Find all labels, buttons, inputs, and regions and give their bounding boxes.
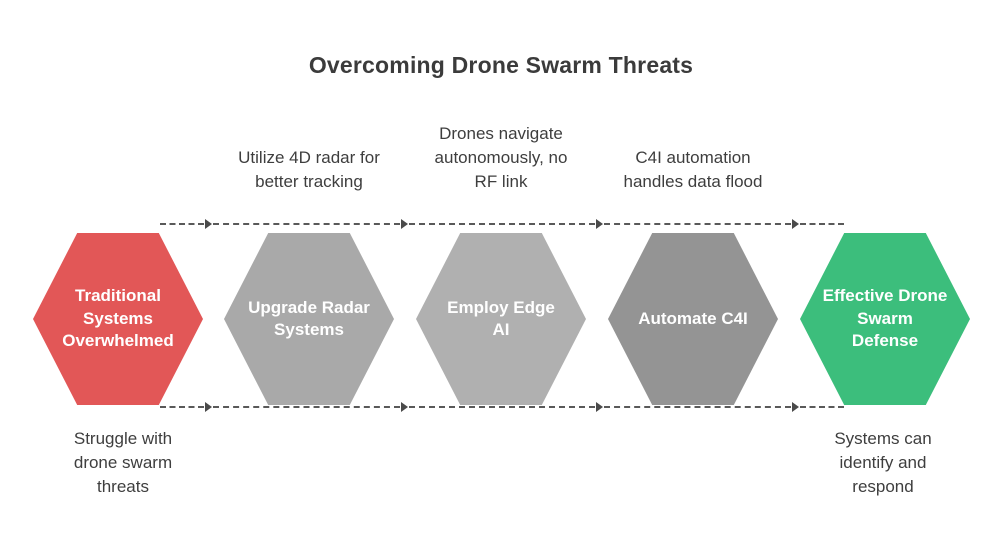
annotation-employ-edge-ai: Drones navigate autonomously, no RF link [434, 123, 568, 191]
annotation-traditional-systems: Struggle with drone swarm threats [73, 429, 173, 497]
step-label: Automate C4I [638, 308, 748, 328]
arrowhead-icon [400, 402, 408, 412]
annotation-effective-defense: Systems can identify and respond [834, 429, 932, 497]
hexagon-step-traditional-systems: Traditional Systems Overwhelmed [33, 233, 203, 405]
page-title: Overcoming Drone Swarm Threats [308, 52, 694, 78]
dash-segment [213, 223, 400, 225]
arrowhead-icon [792, 219, 800, 229]
dash-segment [160, 223, 204, 225]
dash-segment [408, 406, 596, 408]
hexagon-step-employ-edge-ai: Employ Edge AI [416, 233, 586, 405]
dash-segment [800, 406, 845, 408]
arrowhead-icon [400, 219, 408, 229]
annotation-automate-c4i: C4I automation handles data flood [623, 147, 763, 191]
dashed-arrow-line-top [160, 219, 845, 229]
step-label: Upgrade Radar Systems [248, 297, 370, 339]
dash-segment [160, 406, 204, 408]
arrowhead-icon [596, 219, 604, 229]
dash-segment [408, 223, 596, 225]
hexagon-step-upgrade-radar: Upgrade Radar Systems [224, 233, 394, 405]
dash-segment [604, 223, 792, 225]
step-label: Traditional Systems Overwhelmed [62, 286, 174, 351]
step-label: Employ Edge AI [447, 297, 555, 339]
arrowhead-icon [596, 402, 604, 412]
annotation-upgrade-radar: Utilize 4D radar for better tracking [238, 147, 380, 191]
hexagon-step-effective-defense: Effective Drone Swarm Defense [800, 233, 970, 405]
dash-segment [800, 223, 845, 225]
dash-segment [213, 406, 400, 408]
arrowhead-icon [205, 402, 212, 412]
dashed-arrow-line-bottom [160, 402, 845, 412]
arrowhead-icon [205, 219, 212, 229]
hexagon-step-automate-c4i: Automate C4I [608, 233, 778, 405]
arrowhead-icon [792, 402, 800, 412]
step-label: Effective Drone Swarm Defense [822, 286, 948, 351]
dash-segment [604, 406, 792, 408]
